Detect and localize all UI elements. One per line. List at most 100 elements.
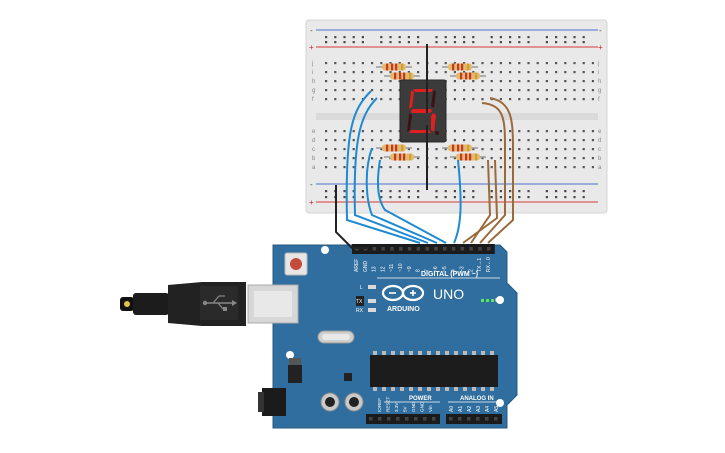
breadboard-hole[interactable] [591, 89, 594, 92]
breadboard-hole[interactable] [509, 98, 512, 101]
breadboard-hole[interactable] [518, 71, 521, 74]
rail-hole[interactable] [444, 196, 447, 199]
breadboard-hole[interactable] [536, 130, 539, 133]
header-pin[interactable] [434, 247, 438, 251]
rail-hole[interactable] [343, 190, 346, 193]
rail-hole[interactable] [527, 190, 530, 193]
rail-hole[interactable] [325, 41, 328, 44]
breadboard-hole[interactable] [527, 157, 530, 160]
header-pin[interactable] [387, 417, 391, 421]
rail-hole[interactable] [472, 36, 475, 39]
breadboard-hole[interactable] [555, 157, 558, 160]
rail-hole[interactable] [334, 36, 337, 39]
rail-hole[interactable] [380, 36, 383, 39]
breadboard-hole[interactable] [499, 89, 502, 92]
breadboard-hole[interactable] [591, 166, 594, 169]
breadboard-hole[interactable] [490, 157, 493, 160]
breadboard-hole[interactable] [499, 98, 502, 101]
resistor[interactable] [384, 72, 420, 80]
breadboard-hole[interactable] [444, 166, 447, 169]
rail-hole[interactable] [380, 190, 383, 193]
breadboard-hole[interactable] [453, 130, 456, 133]
rail-hole[interactable] [435, 190, 438, 193]
rail-hole[interactable] [444, 190, 447, 193]
breadboard-hole[interactable] [545, 139, 548, 142]
breadboard-hole[interactable] [499, 62, 502, 65]
breadboard-hole[interactable] [380, 89, 383, 92]
header-pin[interactable] [396, 417, 400, 421]
breadboard-hole[interactable] [407, 71, 410, 74]
breadboard-hole[interactable] [435, 148, 438, 151]
breadboard-hole[interactable] [435, 62, 438, 65]
breadboard-hole[interactable] [490, 89, 493, 92]
breadboard-hole[interactable] [352, 157, 355, 160]
breadboard-hole[interactable] [417, 62, 420, 65]
breadboard-hole[interactable] [361, 80, 364, 83]
rail-hole[interactable] [472, 190, 475, 193]
breadboard-hole[interactable] [591, 130, 594, 133]
breadboard-hole[interactable] [573, 98, 576, 101]
rail-hole[interactable] [407, 190, 410, 193]
breadboard-hole[interactable] [325, 80, 328, 83]
header-pin[interactable] [399, 247, 403, 251]
rail-hole[interactable] [343, 196, 346, 199]
breadboard-hole[interactable] [564, 130, 567, 133]
breadboard-hole[interactable] [380, 62, 383, 65]
rail-hole[interactable] [499, 196, 502, 199]
breadboard-hole[interactable] [389, 98, 392, 101]
breadboard-hole[interactable] [334, 98, 337, 101]
breadboard-hole[interactable] [371, 89, 374, 92]
breadboard-hole[interactable] [325, 89, 328, 92]
rail-hole[interactable] [555, 196, 558, 199]
resistor[interactable] [442, 63, 478, 71]
breadboard-hole[interactable] [509, 139, 512, 142]
breadboard-hole[interactable] [472, 98, 475, 101]
breadboard-hole[interactable] [435, 166, 438, 169]
breadboard-hole[interactable] [481, 139, 484, 142]
breadboard-hole[interactable] [527, 89, 530, 92]
rail-hole[interactable] [509, 36, 512, 39]
breadboard-hole[interactable] [361, 157, 364, 160]
breadboard-hole[interactable] [343, 62, 346, 65]
rail-hole[interactable] [463, 41, 466, 44]
breadboard-hole[interactable] [417, 157, 420, 160]
breadboard-hole[interactable] [389, 71, 392, 74]
rail-hole[interactable] [573, 190, 576, 193]
breadboard-hole[interactable] [582, 148, 585, 151]
breadboard-hole[interactable] [518, 80, 521, 83]
breadboard-hole[interactable] [463, 130, 466, 133]
breadboard-hole[interactable] [407, 148, 410, 151]
header-pin[interactable] [423, 417, 427, 421]
breadboard-hole[interactable] [509, 166, 512, 169]
breadboard-hole[interactable] [536, 89, 539, 92]
breadboard-hole[interactable] [361, 148, 364, 151]
rail-hole[interactable] [545, 36, 548, 39]
breadboard-hole[interactable] [325, 148, 328, 151]
breadboard-hole[interactable] [407, 62, 410, 65]
rail-hole[interactable] [573, 41, 576, 44]
breadboard-hole[interactable] [591, 62, 594, 65]
breadboard-hole[interactable] [509, 71, 512, 74]
rail-hole[interactable] [527, 196, 530, 199]
resistor[interactable] [376, 63, 412, 71]
resistor[interactable] [384, 153, 420, 161]
breadboard-hole[interactable] [573, 80, 576, 83]
rail-hole[interactable] [417, 41, 420, 44]
breadboard-hole[interactable] [545, 71, 548, 74]
breadboard-hole[interactable] [582, 130, 585, 133]
breadboard-hole[interactable] [527, 80, 530, 83]
breadboard-hole[interactable] [380, 139, 383, 142]
rail-hole[interactable] [407, 41, 410, 44]
breadboard-hole[interactable] [361, 139, 364, 142]
breadboard-hole[interactable] [564, 157, 567, 160]
rail-hole[interactable] [343, 36, 346, 39]
breadboard-hole[interactable] [463, 139, 466, 142]
header-pin[interactable] [478, 247, 482, 251]
rail-hole[interactable] [435, 41, 438, 44]
header-pin[interactable] [476, 417, 480, 421]
breadboard-hole[interactable] [555, 139, 558, 142]
breadboard-hole[interactable] [343, 157, 346, 160]
rail-hole[interactable] [463, 36, 466, 39]
breadboard-hole[interactable] [481, 166, 484, 169]
breadboard-hole[interactable] [453, 80, 456, 83]
